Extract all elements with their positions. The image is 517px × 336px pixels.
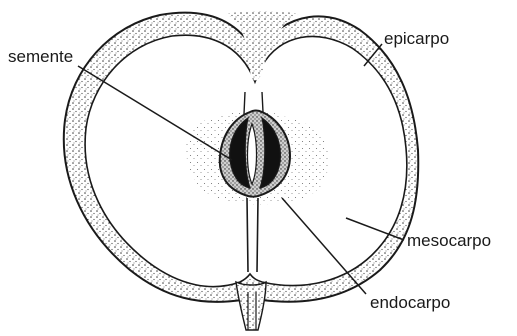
label-semente: semente bbox=[8, 47, 73, 66]
label-epicarpo: epicarpo bbox=[384, 29, 449, 48]
label-mesocarpo: mesocarpo bbox=[407, 231, 491, 250]
seed bbox=[248, 124, 257, 184]
label-endocarpo: endocarpo bbox=[370, 293, 450, 312]
blossom-end bbox=[236, 282, 266, 330]
